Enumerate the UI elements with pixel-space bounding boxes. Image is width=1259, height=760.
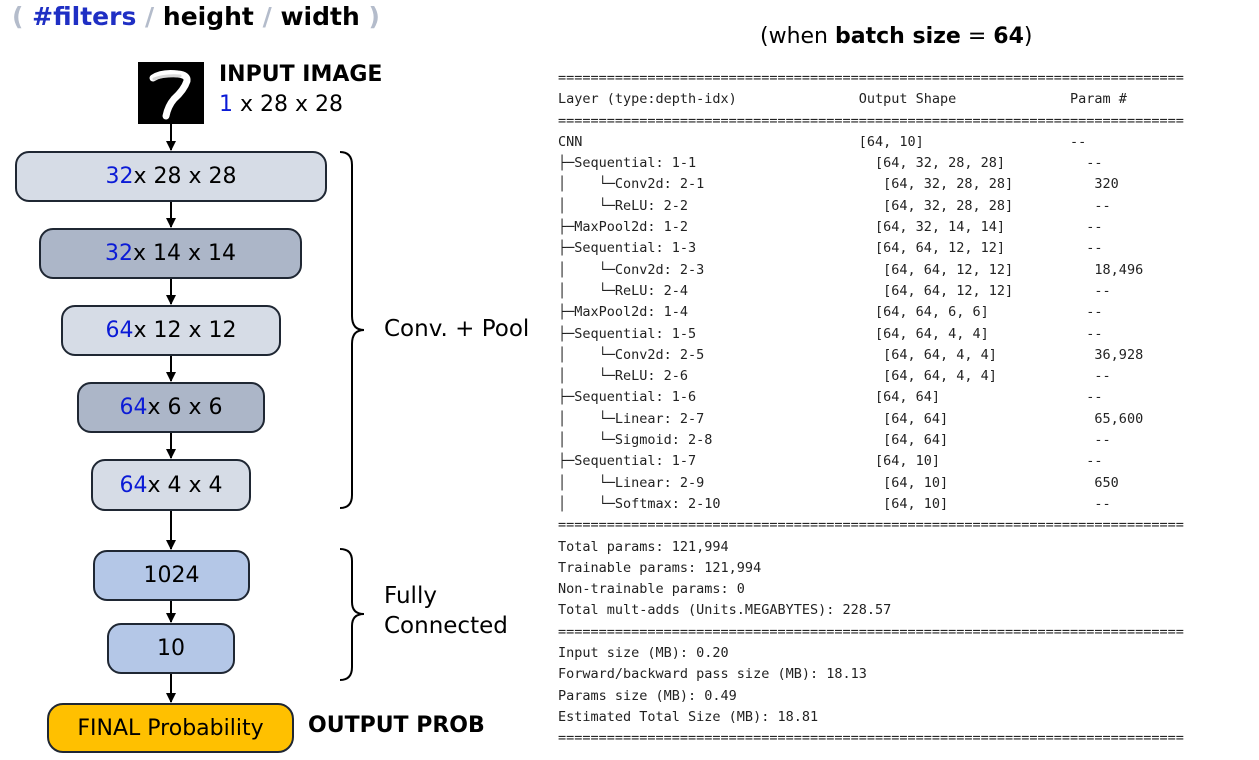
summary-line: ├─Sequential: 1-5 [64, 64, 4, 4] --	[558, 325, 1103, 342]
batch-note-suffix: )	[1023, 24, 1033, 49]
legend-width: width	[280, 2, 360, 31]
summary-line: ========================================…	[558, 517, 1184, 534]
summary-line: ├─Sequential: 1-1 [64, 32, 28, 28] --	[558, 155, 1103, 172]
input-dims: x 28 x 28	[233, 92, 343, 117]
fc-group-label-line2: Connected	[384, 613, 508, 639]
conv-layer-1-filters: 32	[105, 164, 134, 189]
summary-line: Layer (type:depth-idx) Output Shape Para…	[558, 91, 1127, 108]
summary-line: ├─MaxPool2d: 1-2 [64, 32, 14, 14] --	[558, 219, 1103, 236]
summary-line: Estimated Total Size (MB): 18.81	[558, 708, 819, 725]
pool-layer-2-box: 64 x 6 x 6	[77, 382, 265, 433]
model-summary-table: ========================================…	[558, 68, 1184, 750]
batch-note-label: batch size	[835, 24, 961, 49]
output-prob-label: OUTPUT PROB	[308, 713, 485, 738]
summary-line: ├─Sequential: 1-7 [64, 10] --	[558, 453, 1103, 470]
summary-line: Non-trainable params: 0	[558, 581, 745, 598]
summary-line: ├─Sequential: 1-6 [64, 64] --	[558, 389, 1103, 406]
summary-line: ========================================…	[558, 730, 1184, 747]
pool-layer-2-dims: x 6 x 6	[147, 395, 223, 420]
summary-line: CNN [64, 10] --	[558, 133, 1087, 150]
summary-line: │ └─Softmax: 2-10 [64, 10] --	[558, 495, 1111, 512]
batch-note-prefix: (when	[760, 24, 835, 49]
summary-line: Forward/backward pass size (MB): 18.13	[558, 666, 867, 683]
pool-layer-2-filters: 64	[119, 395, 148, 420]
summary-line: │ └─ReLU: 2-2 [64, 32, 28, 28] --	[558, 197, 1111, 214]
input-digit-image	[138, 62, 204, 124]
conv-layer-1-box: 32 x 28 x 28	[15, 151, 327, 202]
conv-layer-2-box: 64 x 12 x 12	[61, 305, 281, 356]
summary-line: ========================================…	[558, 112, 1184, 129]
legend-sep-1: /	[145, 2, 155, 31]
fully-connected-brace	[339, 548, 365, 681]
legend-close-paren: )	[368, 2, 380, 31]
final-probability-box: FINAL Probability	[47, 703, 294, 753]
conv-layer-3-filters: 64	[119, 472, 148, 498]
summary-line: ========================================…	[558, 70, 1184, 86]
input-image-title: INPUT IMAGE	[219, 62, 383, 87]
legend-open-paren: (	[12, 2, 24, 31]
summary-line: │ └─ReLU: 2-6 [64, 64, 4, 4] --	[558, 368, 1111, 385]
summary-line: │ └─Conv2d: 2-3 [64, 64, 12, 12] 18,496	[558, 261, 1144, 278]
conv-pool-group-label: Conv. + Pool	[384, 316, 530, 342]
legend-filters: #filters	[32, 2, 137, 31]
batch-size-note: (when batch size = 64)	[760, 24, 1032, 49]
fc-group-label-line1: Fully	[384, 583, 437, 609]
input-shape: 1 x 28 x 28	[219, 92, 343, 117]
summary-line: Total mult-adds (Units.MEGABYTES): 228.5…	[558, 602, 892, 619]
batch-note-equals: =	[960, 24, 994, 49]
summary-line: ├─Sequential: 1-3 [64, 64, 12, 12] --	[558, 240, 1103, 257]
conv-layer-3-dims: x 4 x 4	[147, 472, 223, 498]
pool-layer-1-box: 32 x 14 x 14	[39, 228, 302, 279]
conv-layer-2-dims: x 12 x 12	[133, 318, 237, 343]
batch-note-value: 64	[993, 24, 1024, 49]
conv-layer-2-filters: 64	[105, 318, 134, 343]
pool-layer-1-dims: x 14 x 14	[132, 241, 236, 266]
legend-sep-2: /	[262, 2, 272, 31]
summary-line: ├─MaxPool2d: 1-4 [64, 64, 6, 6] --	[558, 304, 1103, 321]
input-filters: 1	[219, 92, 233, 117]
summary-line: Input size (MB): 0.20	[558, 645, 729, 662]
summary-line: Total params: 121,994	[558, 538, 729, 555]
summary-line: │ └─Linear: 2-7 [64, 64] 65,600	[558, 410, 1144, 427]
summary-line: ========================================…	[558, 623, 1184, 640]
summary-line: │ └─ReLU: 2-4 [64, 64, 12, 12] --	[558, 282, 1111, 299]
legend: ( #filters / height / width )	[12, 2, 380, 31]
summary-line: │ └─Conv2d: 2-5 [64, 64, 4, 4] 36,928	[558, 346, 1144, 363]
legend-height: height	[162, 2, 254, 31]
fc-layer-1-box: 1024	[93, 550, 250, 601]
summary-line: │ └─Conv2d: 2-1 [64, 32, 28, 28] 320	[558, 176, 1119, 193]
summary-line: │ └─Linear: 2-9 [64, 10] 650	[558, 474, 1119, 491]
conv-pool-brace	[339, 151, 365, 509]
summary-line: Trainable params: 121,994	[558, 559, 762, 576]
pool-layer-1-filters: 32	[104, 241, 133, 266]
digit-seven-drawing	[149, 70, 191, 120]
conv-layer-3-box: 64 x 4 x 4	[91, 459, 251, 511]
summary-line: Params size (MB): 0.49	[558, 687, 737, 704]
conv-layer-1-dims: x 28 x 28	[133, 164, 237, 189]
fc-layer-2-box: 10	[107, 623, 235, 674]
summary-line: │ └─Sigmoid: 2-8 [64, 64] --	[558, 432, 1111, 449]
